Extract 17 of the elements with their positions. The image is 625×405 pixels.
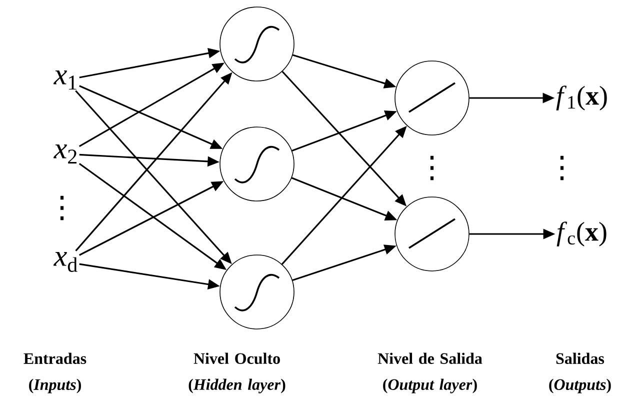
neuron-circle (220, 6, 294, 82)
variable-label: f$_{c}$(x) (556, 222, 606, 246)
ellipsis: ⋮ (560, 156, 564, 180)
variable-label: x$_{d}$ (54, 252, 78, 272)
ellipsis: ⋮ (60, 196, 64, 220)
neuron-circle (394, 196, 470, 272)
ellipsis: ⋮ (430, 156, 434, 180)
neuron-circle (220, 254, 294, 330)
neuron-circle (220, 126, 294, 202)
variable-label: x$_{1}$ (54, 70, 76, 90)
layer-caption: Entradas (Inputs) (24, 352, 86, 394)
layer-caption: Nivel Oculto (Hidden layer) (188, 352, 286, 394)
layer-caption: Nivel de Salida (Output layer) (378, 352, 482, 394)
variable-label: x$_{2}$ (54, 144, 77, 164)
variable-label: f$_{1}$(x) (556, 86, 607, 110)
neuron-circle (394, 60, 470, 136)
layer-caption: Salidas (Outputs) (549, 352, 611, 394)
